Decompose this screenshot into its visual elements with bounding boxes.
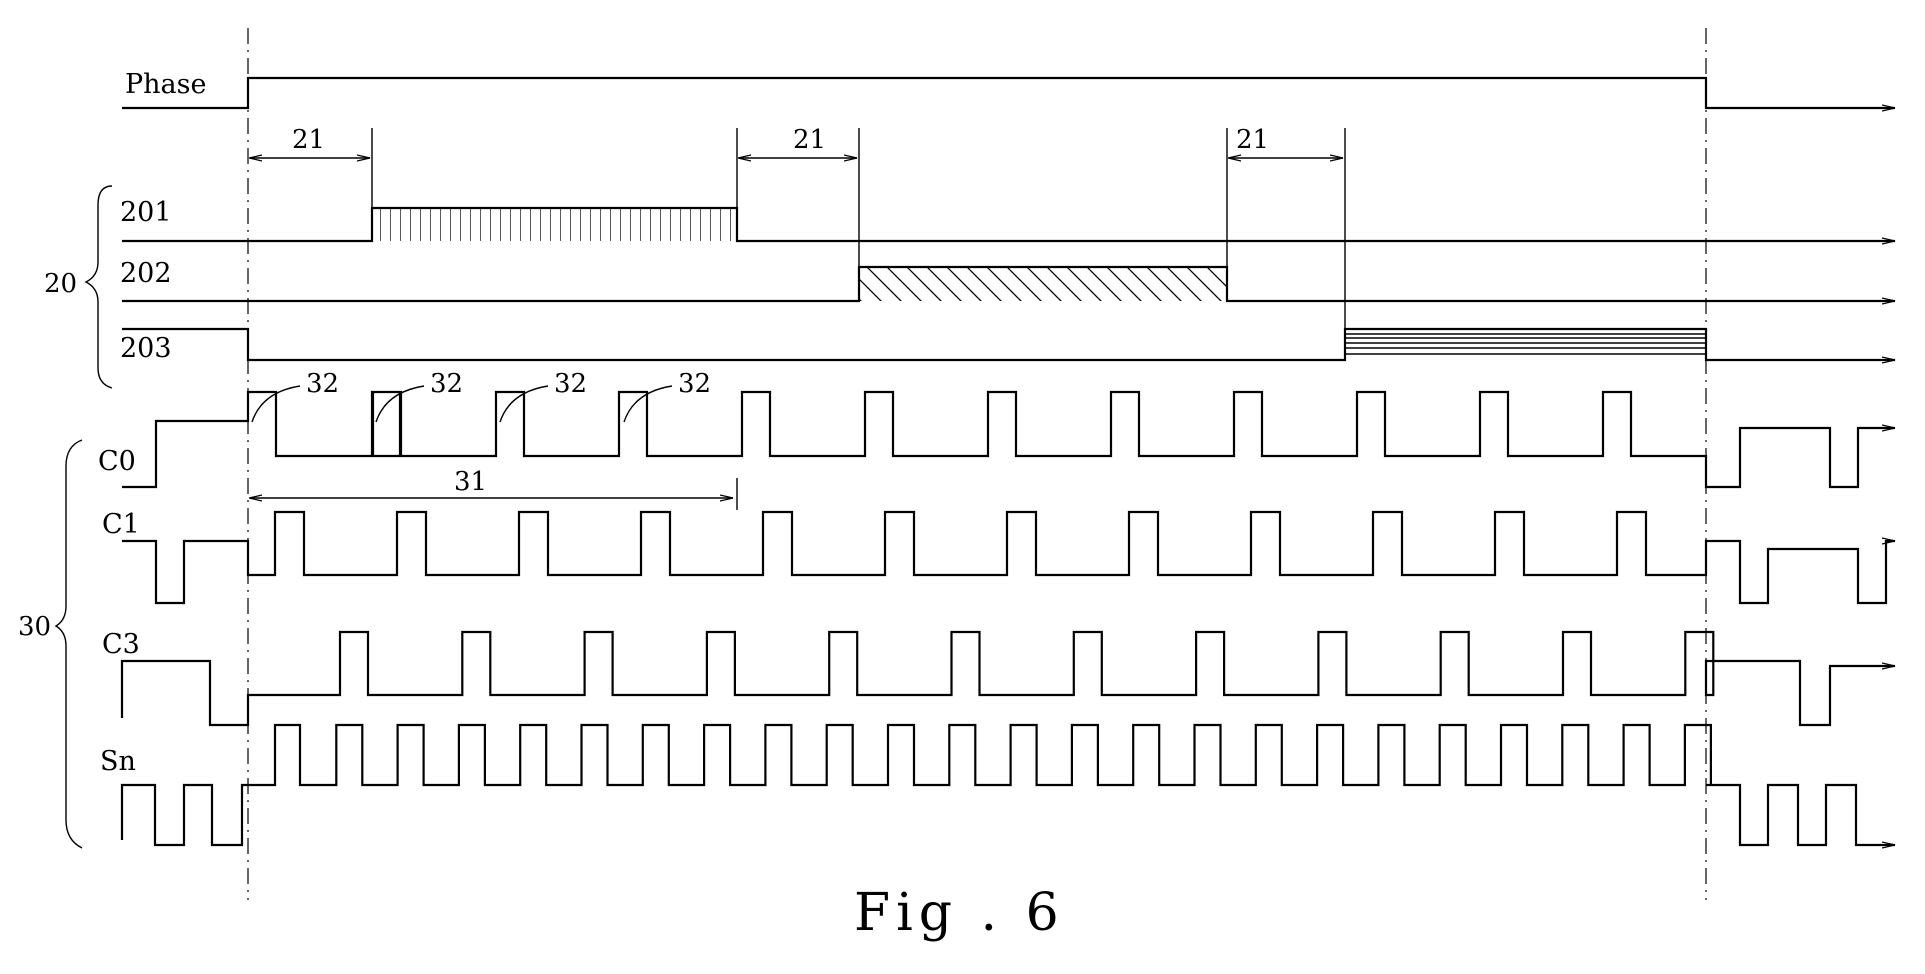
signal-c0-waveform <box>122 392 1895 487</box>
signal-c1-waveform <box>122 512 1895 603</box>
signal-203-active-block <box>1345 334 1706 354</box>
signal-201-label: 201 <box>120 197 172 228</box>
signal-202-label: 202 <box>120 258 172 289</box>
interval-1-label: 21 <box>292 125 325 155</box>
period-31-label: 31 <box>454 467 487 497</box>
pulse-32-label-2: 32 <box>430 369 463 399</box>
group-20-brace <box>86 186 112 388</box>
signal-c3-waveform <box>122 632 1895 725</box>
phase-label: Phase <box>125 69 207 100</box>
interval-3-label: 21 <box>1236 125 1269 155</box>
group-30-label: 30 <box>18 612 51 642</box>
signal-203-label: 203 <box>120 333 172 364</box>
pulse-32-label-3: 32 <box>554 369 587 399</box>
pulse-32-label-1: 32 <box>306 369 339 399</box>
signal-201-active-block <box>372 208 737 241</box>
group-30-brace <box>56 440 82 848</box>
signal-c3-label: C3 <box>102 629 140 660</box>
signal-sn-label: Sn <box>100 746 136 777</box>
pulse-32-label-4: 32 <box>678 369 711 399</box>
interval-2-label: 21 <box>793 125 826 155</box>
pulse-callouts: 32 32 32 32 <box>252 369 711 422</box>
phase-waveform <box>122 78 1895 108</box>
signal-c0-label: C0 <box>98 446 136 477</box>
signal-sn-waveform <box>122 725 1895 845</box>
signal-202-active-block <box>859 267 1227 301</box>
figure-caption: Fig . 6 <box>854 883 1065 943</box>
group-20-label: 20 <box>44 269 77 299</box>
signal-c1-label: C1 <box>102 509 140 540</box>
